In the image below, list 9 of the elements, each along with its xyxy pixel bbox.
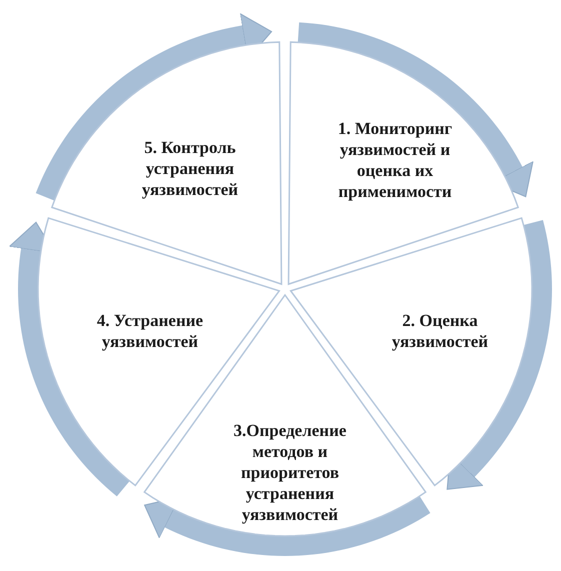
step-label: 2. Оценка уязвимостей bbox=[390, 310, 490, 352]
curved-arrow bbox=[36, 13, 272, 202]
curved-arrow bbox=[144, 494, 430, 556]
curved-arrow bbox=[446, 218, 552, 490]
step-label: 5. Контроль устранения уязвимостей bbox=[140, 137, 240, 200]
step-label: 4. Устранение уязвимостей bbox=[96, 310, 204, 352]
step-label: 3.Определение методов и приоритетов устранения уязвимостей bbox=[232, 420, 348, 525]
curved-arrow bbox=[8, 222, 131, 496]
step-label: 1. Мониторинг уязвимостей и оценка их применимости bbox=[336, 118, 454, 202]
